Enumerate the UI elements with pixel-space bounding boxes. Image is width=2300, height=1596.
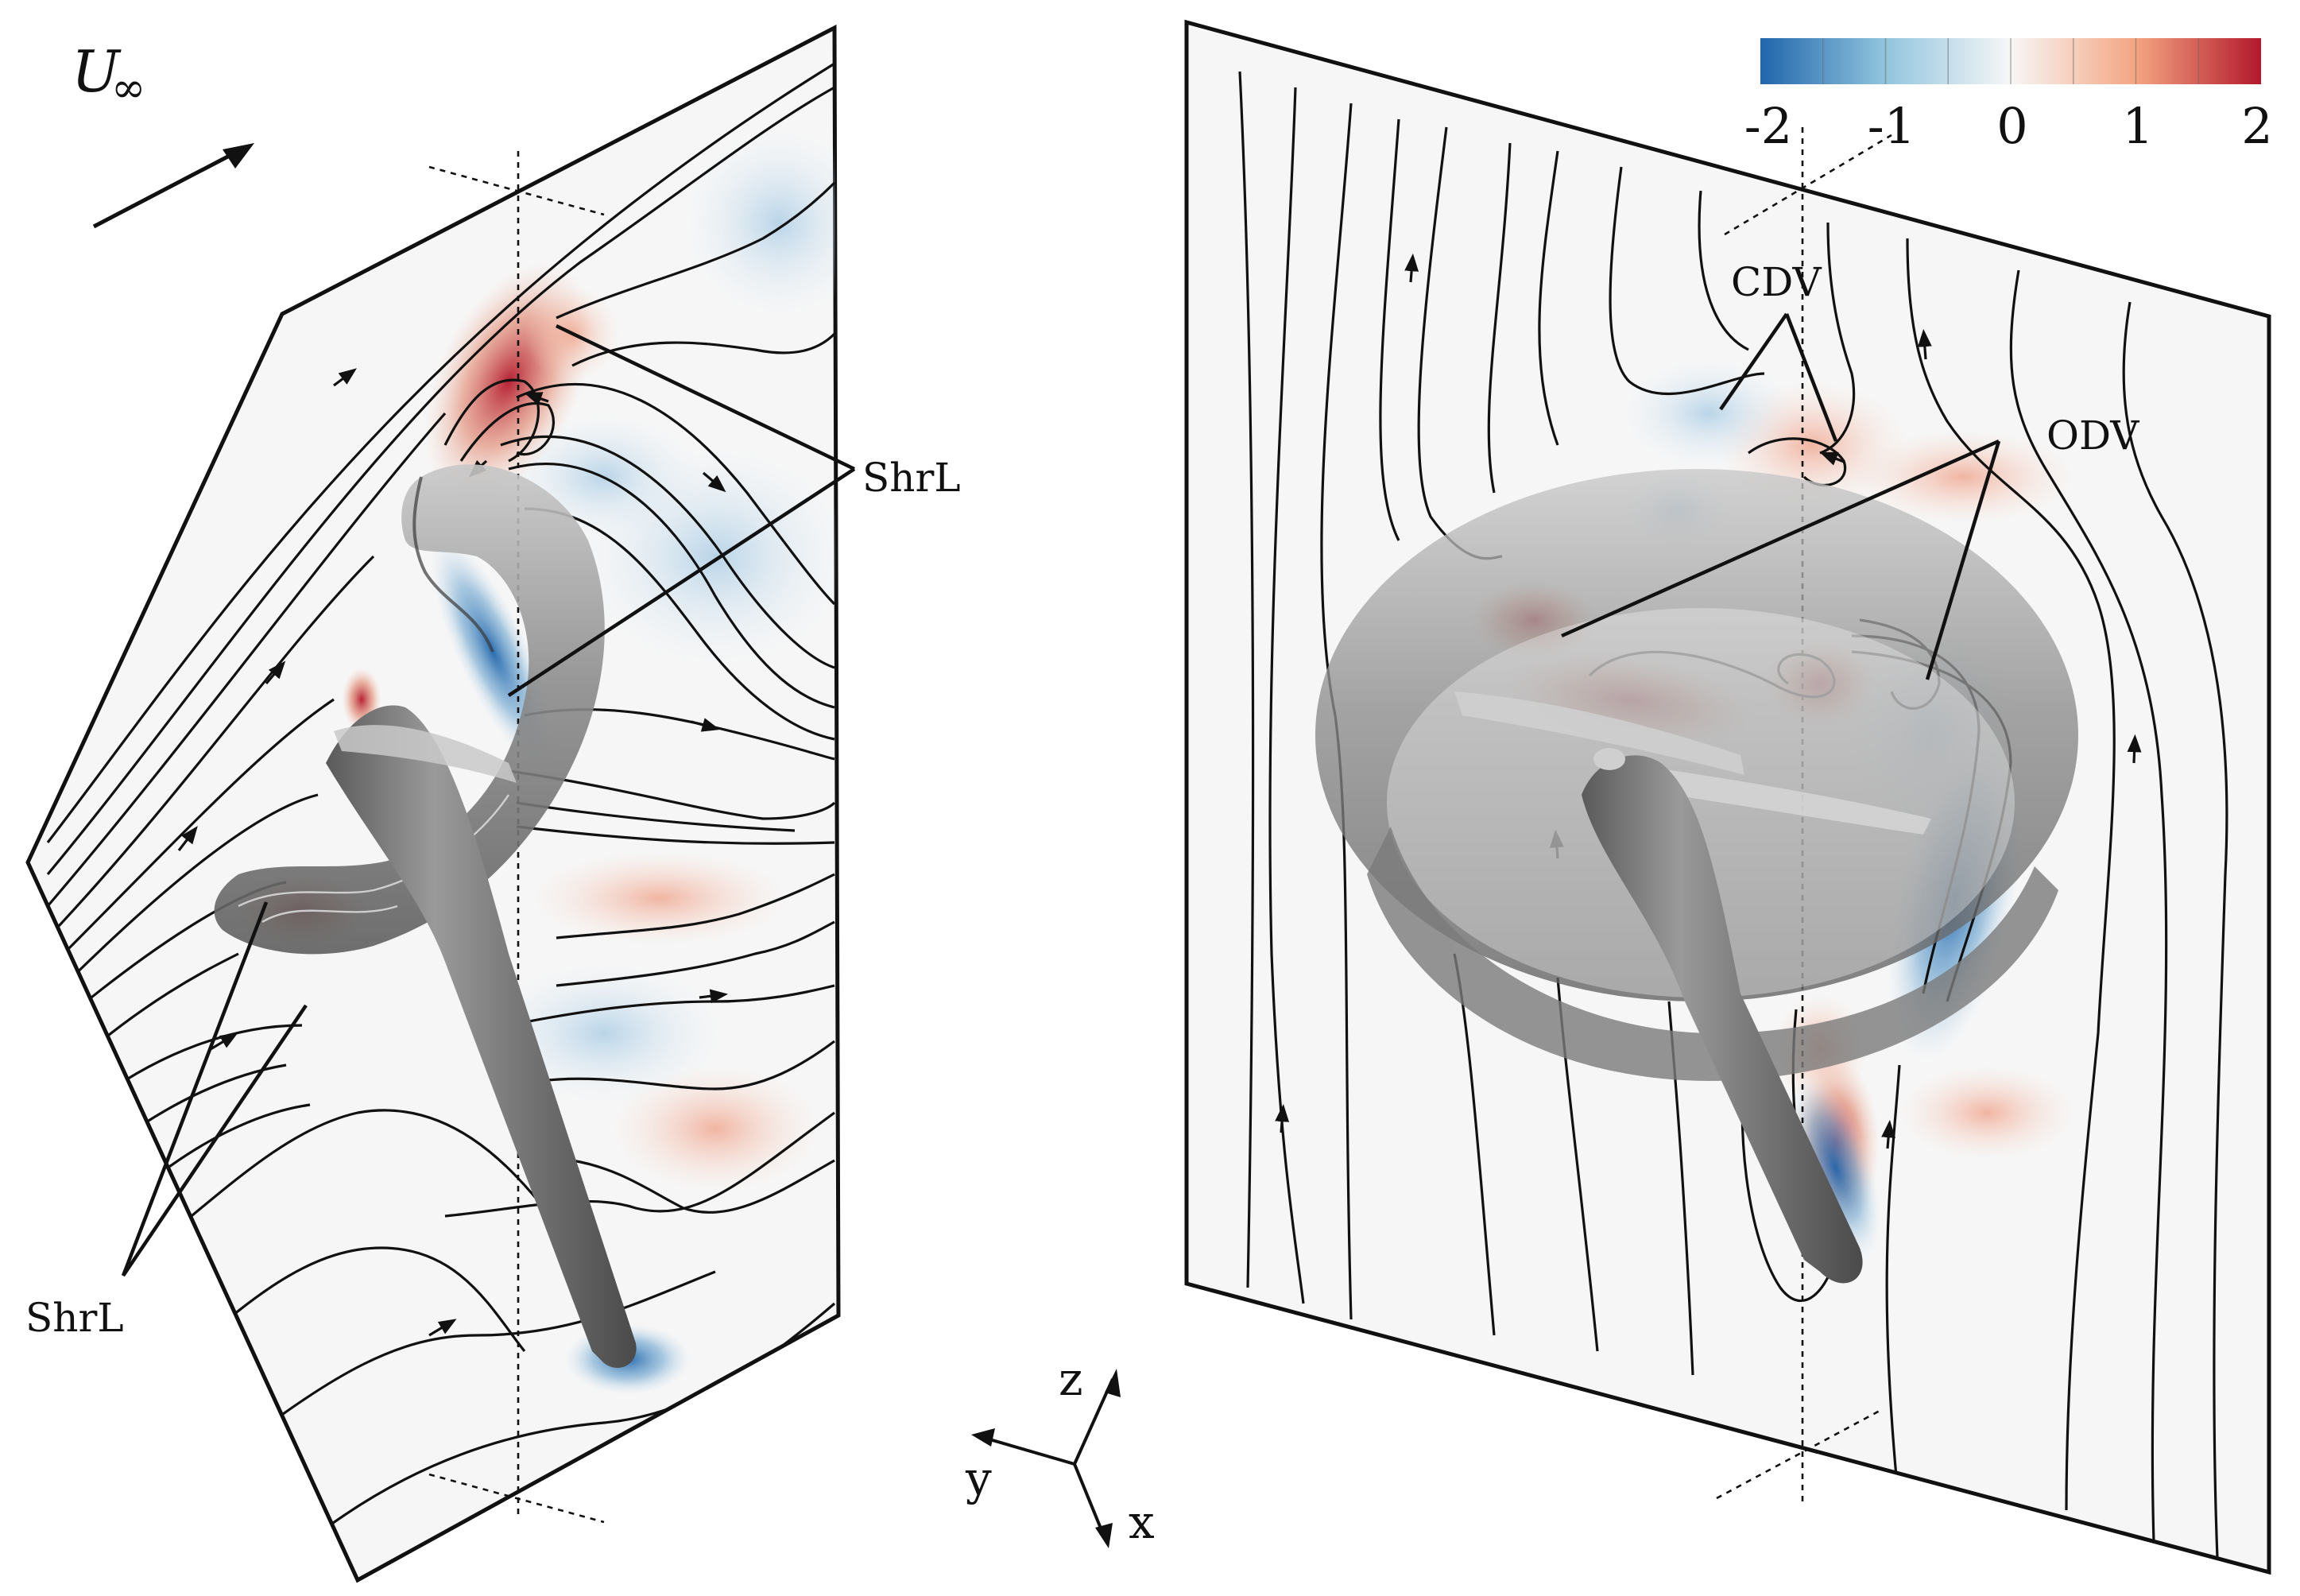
right-hub	[1593, 748, 1625, 770]
freestream-indicator: U ∞	[72, 38, 254, 229]
right-tower	[1582, 755, 1863, 1284]
left-blade	[334, 725, 517, 783]
label-odv: ODV	[2046, 413, 2139, 459]
colorbar-tick-label: 0	[1996, 97, 2027, 155]
right-dashed-guides	[1716, 127, 1892, 1506]
axes-triad: z y x	[965, 1352, 1155, 1549]
colorbar-tick-label: -1	[1868, 97, 1915, 155]
colorbar-tick-label: 2	[2241, 97, 2272, 155]
colorbar: -2 -1 0 1 2	[1744, 38, 2273, 155]
right-turbine-model	[1315, 469, 2078, 1284]
right-blade-2	[1621, 763, 1931, 835]
left-streamlines	[46, 62, 836, 1536]
right-blade	[1454, 691, 1744, 775]
right-duct-outer	[1315, 469, 2078, 1001]
colorbar-ticks	[1822, 38, 2199, 84]
freestream-arrow	[92, 149, 240, 229]
left-turbine-model	[214, 464, 637, 1368]
left-duct	[214, 464, 605, 955]
colorbar-tick-label: -2	[1744, 97, 1792, 155]
left-panel	[25, 24, 856, 1583]
left-leaders	[121, 323, 856, 1277]
axis-label-y: y	[965, 1451, 992, 1505]
label-shrl-bottom: ShrL	[25, 1295, 124, 1341]
right-panel	[1184, 19, 2271, 1575]
label-shrl-top: ShrL	[862, 455, 961, 501]
freestream-arrowhead	[223, 143, 254, 169]
right-duct-lower-rim	[1367, 827, 2058, 1081]
freestream-symbol: U	[72, 38, 122, 105]
left-tower	[326, 705, 637, 1368]
freestream-subscript: ∞	[111, 64, 145, 112]
label-cdv: CDV	[1731, 259, 1822, 305]
axis-label-x: x	[1129, 1495, 1155, 1549]
left-duct-inner-edge	[412, 476, 494, 653]
colorbar-tick-label: 1	[2122, 97, 2153, 155]
right-leaders	[1561, 312, 2001, 680]
axis-label-z: z	[1059, 1352, 1083, 1406]
